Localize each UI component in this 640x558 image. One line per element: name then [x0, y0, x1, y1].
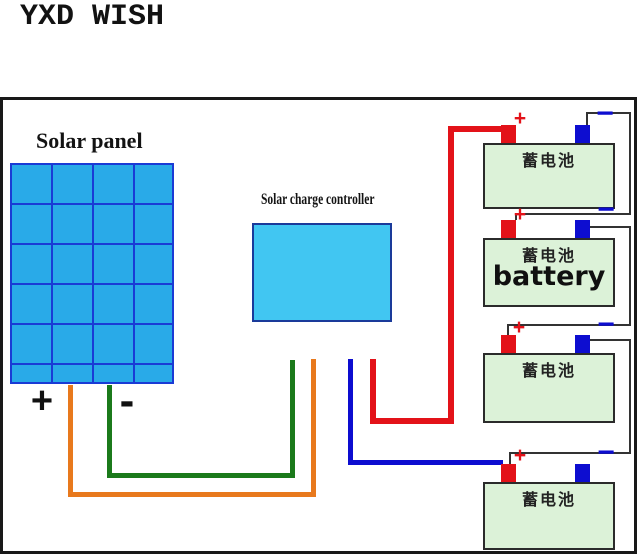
wire-orange-segment [68, 385, 73, 497]
battery1-negative-terminal [575, 125, 590, 143]
battery3-minus-label: − [597, 308, 615, 341]
battery1-plus-label: + [513, 107, 527, 130]
solar-panel-label: Solar panel [36, 128, 143, 153]
wire-green-segment [290, 360, 295, 478]
battery3-negative-terminal [575, 335, 590, 353]
solar-panel-minus-label: - [119, 376, 135, 425]
wire-red-segment [448, 126, 504, 132]
series-wire-segment [629, 339, 631, 454]
series-wire-segment [629, 226, 631, 326]
battery3: 蓄电池 [483, 353, 615, 423]
battery4: 蓄电池 [483, 482, 615, 550]
battery2-minus-label: − [597, 193, 615, 226]
battery4-minus-label: − [597, 436, 615, 469]
solar-panel-plus-label: + [30, 379, 54, 422]
charge-controller-label: Solar charge controller [261, 191, 375, 208]
battery3-plus-label: + [512, 316, 526, 339]
series-wire-segment [507, 324, 631, 326]
battery1-label-cn: 蓄电池 [521, 153, 576, 170]
battery2-negative-terminal [575, 220, 590, 238]
battery1-minus-label: − [596, 97, 614, 130]
wire-blue-segment [348, 359, 353, 465]
wire-red-segment [370, 418, 454, 424]
battery2-label-en: battery [492, 261, 606, 292]
diagram-frame [0, 97, 637, 554]
battery2-label-cn: 蓄电池 [521, 248, 576, 265]
battery1: 蓄电池 [483, 143, 615, 209]
wire-green-segment [107, 473, 295, 478]
battery4-negative-terminal [575, 464, 590, 482]
wire-red-segment [370, 359, 376, 423]
series-wire-segment [586, 112, 588, 125]
wire-orange-segment [311, 359, 316, 497]
series-wire-segment [589, 226, 631, 228]
battery1-positive-terminal [501, 125, 516, 143]
series-wire-segment [629, 112, 631, 215]
battery3-label-cn: 蓄电池 [521, 363, 576, 380]
series-wire-segment [509, 452, 631, 454]
series-wire-segment [515, 213, 631, 215]
wire-red-segment [448, 127, 454, 424]
battery4-positive-terminal [501, 464, 516, 482]
battery4-plus-label: + [513, 444, 527, 467]
wire-green-segment [107, 385, 112, 478]
series-wire-segment [509, 452, 511, 464]
battery2: 蓄电池 battery [483, 238, 615, 307]
series-wire-segment [586, 112, 631, 114]
series-wire-segment [507, 324, 509, 335]
wire-blue-segment [348, 460, 503, 465]
brand-title: YXD WISH [20, 0, 165, 34]
battery2-plus-label: + [513, 203, 527, 226]
wire-orange-segment [68, 492, 316, 497]
solar-panel [10, 163, 174, 384]
battery2-positive-terminal [501, 220, 516, 238]
series-wire-segment [589, 339, 631, 341]
battery4-label-cn: 蓄电池 [521, 492, 576, 509]
series-wire-segment [515, 213, 517, 220]
battery3-positive-terminal [501, 335, 516, 353]
charge-controller [252, 223, 392, 322]
